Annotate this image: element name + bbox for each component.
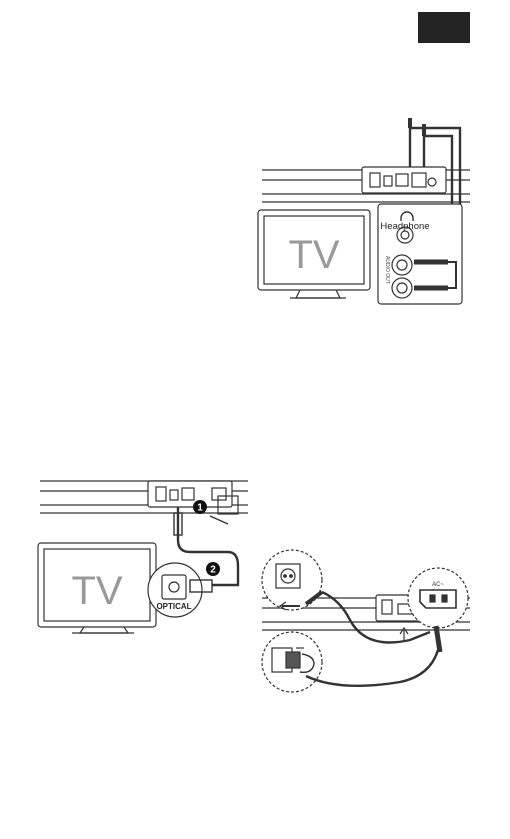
ac-label: AC~	[432, 582, 444, 588]
plug-in-callout	[262, 632, 322, 692]
wall-outlet-callout	[262, 550, 322, 610]
ac-inlet-callout	[408, 568, 468, 628]
